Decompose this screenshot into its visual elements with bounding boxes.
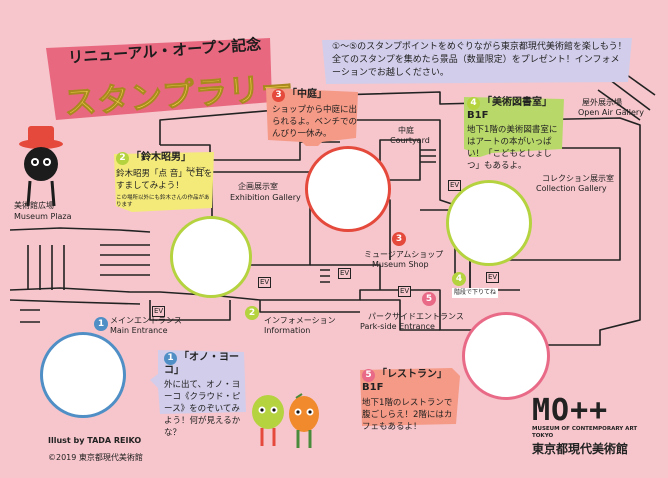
title-banner: リニューアル・オープン記念 スタンプラリー (38, 32, 296, 124)
stamp-slot-1[interactable] (40, 332, 126, 418)
map-pin-5[interactable]: 5 (422, 292, 436, 306)
stop-5-title: 「レストラン」B1F (362, 369, 447, 393)
characters-icon (252, 393, 319, 448)
label-openair-en: Open Air Gallery (578, 108, 644, 117)
label-courtyard-jp: 中庭 (398, 126, 414, 135)
map-pin-2[interactable]: 2 (245, 306, 259, 320)
label-exhibition-jp: 企画展示室 (238, 182, 278, 191)
label-info-jp: インフォメーション (264, 316, 336, 325)
label-openair-jp: 屋外展示場 (582, 98, 622, 107)
copyright: ©2019 東京都現代美術館 (48, 453, 143, 462)
museum-logo: MO++ MUSEUM OF CONTEMPORARY ART TOKYO 東京… (532, 396, 652, 457)
stamp-slot-5[interactable] (462, 312, 550, 400)
stop-3-title: 「中庭」 (287, 89, 327, 100)
stamp-slot-4[interactable] (446, 180, 532, 266)
stop-2-bubble-shape (114, 152, 214, 212)
stop-4-num: 4 (467, 97, 480, 110)
stop-2-ruby: おとだて (186, 167, 207, 173)
logo-en: MUSEUM OF CONTEMPORARY ART TOKYO (532, 426, 638, 439)
stop-3-bubble-shape (266, 88, 358, 146)
intro-text: ①～⑤のスタンプポイントをめぐりながら東京都現代美術館を楽しもう！全てのスタンプ… (332, 42, 627, 78)
stop-5-bubble-shape (360, 368, 460, 426)
label-b1-note: 階段で下りてね (452, 288, 499, 298)
elevator-marker: EV (258, 277, 272, 288)
map-pin-4[interactable]: 4 (452, 272, 466, 286)
stamp-slot-2[interactable] (170, 216, 252, 298)
map-pin-3[interactable]: 3 (392, 232, 406, 246)
label-info-en: Information (264, 326, 311, 335)
stop-1-title: 「オノ・ヨーコ」 (164, 352, 239, 376)
label-parkside-en: Park-side Entrance (360, 322, 435, 331)
label-exhibition-en: Exhibition Gallery (230, 193, 301, 202)
stop-2-note: この場所以外にも鈴木さんの作品があります (116, 195, 210, 208)
stop-5-bubble: 5「レストラン」B1F 地下1階のレストランで腹ごしらえ！2階にはカフェもあるよ… (356, 366, 462, 432)
stop-2-body: 鈴木昭男「点 音」で耳をすましてみよう！ (116, 169, 213, 191)
stop-3-bubble: 3「中庭」 ショップから中庭に出られるよ。ベンチでのんびり一休み。 (262, 86, 362, 146)
stop-5-body: 地下1階のレストランで腹ごしらえ！2階にはカフェもあるよ！ (362, 398, 453, 432)
label-main-jp: メインエントランス (110, 316, 182, 325)
elevator-marker: EV (448, 180, 462, 191)
elevator-marker: EV (398, 286, 412, 297)
elevator-marker: EV (338, 268, 352, 279)
stop-1-num: 1 (164, 352, 177, 365)
stop-3-num: 3 (272, 89, 285, 102)
stamp-slot-3[interactable] (305, 146, 391, 232)
stop-1-bubble: 1「オノ・ヨーコ」 外に出て、オノ・ヨーコ《クラウド・ピース》をのぞいてみよう！… (150, 348, 248, 438)
intro-shape (322, 38, 632, 84)
stop-4-body: 地下1階の美術図書室にはアートの本がいっぱい！「こどもとしょしつ」もあるよ。 (467, 125, 558, 171)
elevator-marker: EV (486, 272, 500, 283)
character-hat-icon (19, 126, 63, 207)
stop-4-bubble: 4「美術図書室」B1F 地下1階の美術図書室にはアートの本がいっぱい！「こどもと… (462, 95, 566, 171)
label-plaza-jp: 美術館広場 (14, 201, 54, 210)
stop-5-num: 5 (362, 369, 375, 382)
label-main-en: Main Entrance (110, 326, 168, 335)
stop-1-body: 外に出て、オノ・ヨーコ《クラウド・ピース》をのぞいてみよう！何が見えるかな？ (164, 380, 241, 438)
stop-2-title: 「鈴木昭男」 (131, 152, 191, 163)
stop-4-title: 「美術図書室」B1F (467, 97, 552, 121)
label-courtyard-en: Courtyard (390, 136, 430, 145)
intro-box: ①～⑤のスタンプポイントをめぐりながら東京都現代美術館を楽しもう！全てのスタンプ… (318, 36, 636, 86)
label-plaza-en: Museum Plaza (14, 212, 72, 221)
label-parkside-jp: パークサイドエントランス (368, 312, 464, 321)
stop-3-body: ショップから中庭に出られるよ。ベンチでのんびり一休み。 (272, 105, 358, 139)
stop-2-num: 2 (116, 152, 129, 165)
map-pin-1[interactable]: 1 (94, 317, 108, 331)
logo-mark: MO++ (532, 393, 609, 428)
illust-credit: Illust by TADA REIKO (48, 436, 142, 445)
label-collection-en: Collection Gallery (536, 184, 607, 193)
stop-4-bubble-shape (464, 97, 564, 157)
stop-2-bubble: 2「鈴木昭男」 おとだて 鈴木昭男「点 音」で耳をすましてみよう！ この場所以外… (112, 150, 216, 216)
label-shop-jp: ミュージアムショップ (364, 250, 444, 259)
logo-jp: 東京都現代美術館 (532, 442, 629, 456)
title-banner-shape (46, 38, 272, 120)
elevator-marker: EV (152, 306, 166, 317)
stop-1-bubble-shape (150, 350, 246, 414)
label-collection-jp: コレクション展示室 (542, 174, 614, 183)
label-shop-en: Museum Shop (372, 260, 429, 269)
